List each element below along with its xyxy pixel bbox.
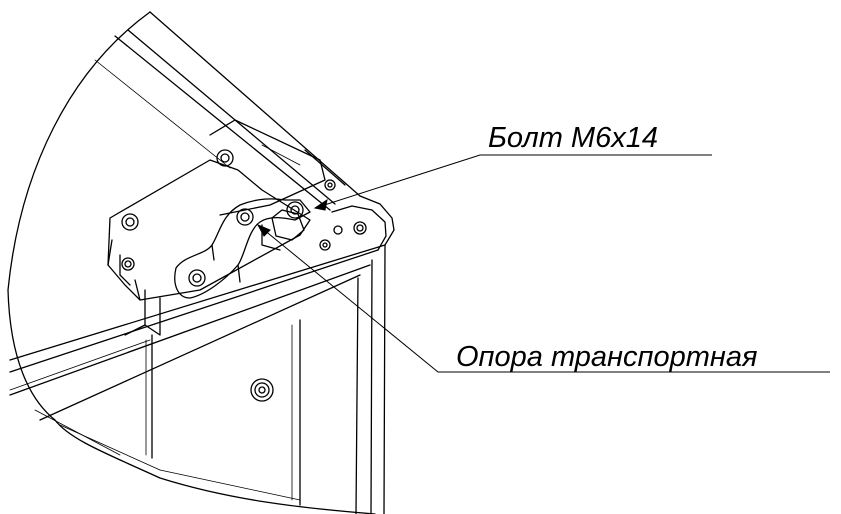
cabinet-side-panel xyxy=(34,319,301,506)
support-callout-label: Опора транспортная xyxy=(456,341,758,373)
detail-view-boundary xyxy=(7,11,376,514)
bolt-head xyxy=(121,257,135,271)
bolt-head xyxy=(319,239,331,251)
bolt-leader-line xyxy=(314,154,712,209)
bolt-head xyxy=(188,269,206,287)
support-leader-line xyxy=(257,224,830,373)
transport-support-bracket xyxy=(107,159,311,336)
leader-lines xyxy=(256,154,830,373)
bolt-head xyxy=(333,225,343,235)
bolt-head xyxy=(216,149,234,167)
bolt-head xyxy=(286,201,304,219)
bolts xyxy=(121,149,367,287)
bolt-head xyxy=(324,179,336,191)
support-leader-arrow xyxy=(256,223,271,237)
bolt-callout-label: Болт М6х14 xyxy=(488,122,658,154)
cover-plate xyxy=(209,119,326,216)
bolt-head xyxy=(236,208,254,226)
cabinet-top-frame xyxy=(9,11,395,514)
bolt-head xyxy=(353,221,367,235)
bolt-leader-arrow xyxy=(313,198,328,211)
bolt-head xyxy=(121,213,139,231)
